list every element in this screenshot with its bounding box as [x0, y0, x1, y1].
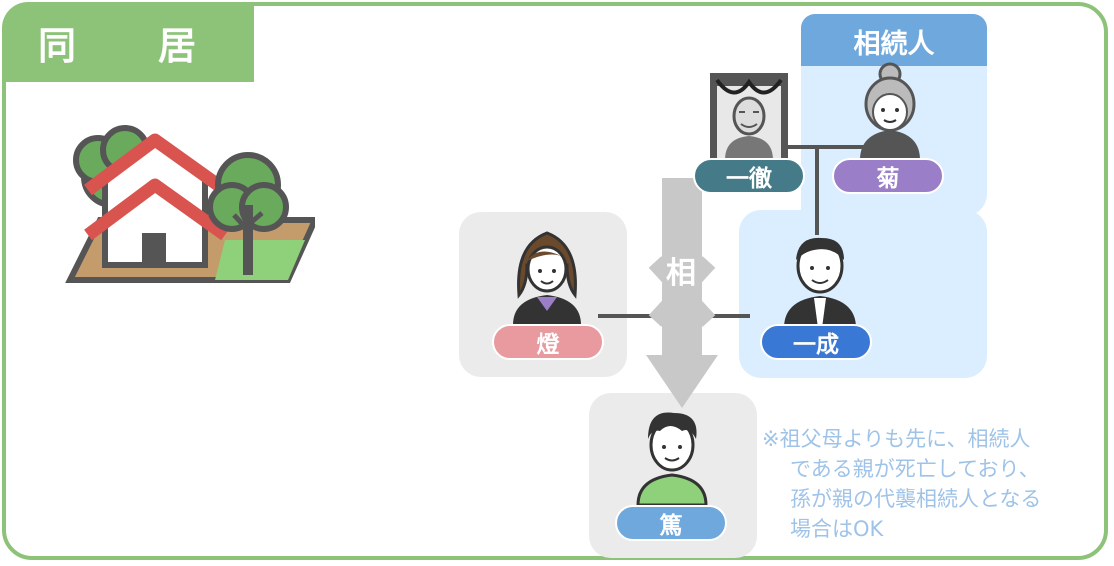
grandmother-name-label: 菊 — [832, 158, 944, 194]
note-line-4: 場合はOK — [790, 517, 884, 541]
heirs-header: 相続人 — [801, 14, 987, 68]
note-line-2: である親が死亡しており、 — [790, 457, 1040, 481]
deceased-portrait-icon — [710, 73, 788, 160]
grandchild-name-label: 篤 — [615, 505, 727, 541]
father-avatar-icon — [784, 237, 856, 328]
father-name-label: 一成 — [760, 324, 872, 360]
grandchild-avatar-icon — [636, 412, 708, 505]
cross-mark-icon — [648, 256, 716, 327]
note-text: ※祖父母よりも先に、相続人 である親が死亡しており、 孫が親の代襲相続人となる … — [762, 424, 1102, 544]
mother-avatar-icon — [513, 231, 581, 325]
grandmother-avatar-icon — [860, 62, 920, 160]
deceased-name-label: 一徹 — [693, 158, 805, 194]
title-tab: 同 居 — [2, 2, 254, 82]
note-line-3: 孫が親の代襲相続人となる — [790, 487, 1042, 511]
mother-name-label: 燈 — [492, 324, 604, 360]
house-icon — [65, 125, 315, 283]
note-line-1: ※祖父母よりも先に、相続人 — [762, 427, 1031, 451]
arrow-hidden-char: 相 — [666, 256, 696, 291]
